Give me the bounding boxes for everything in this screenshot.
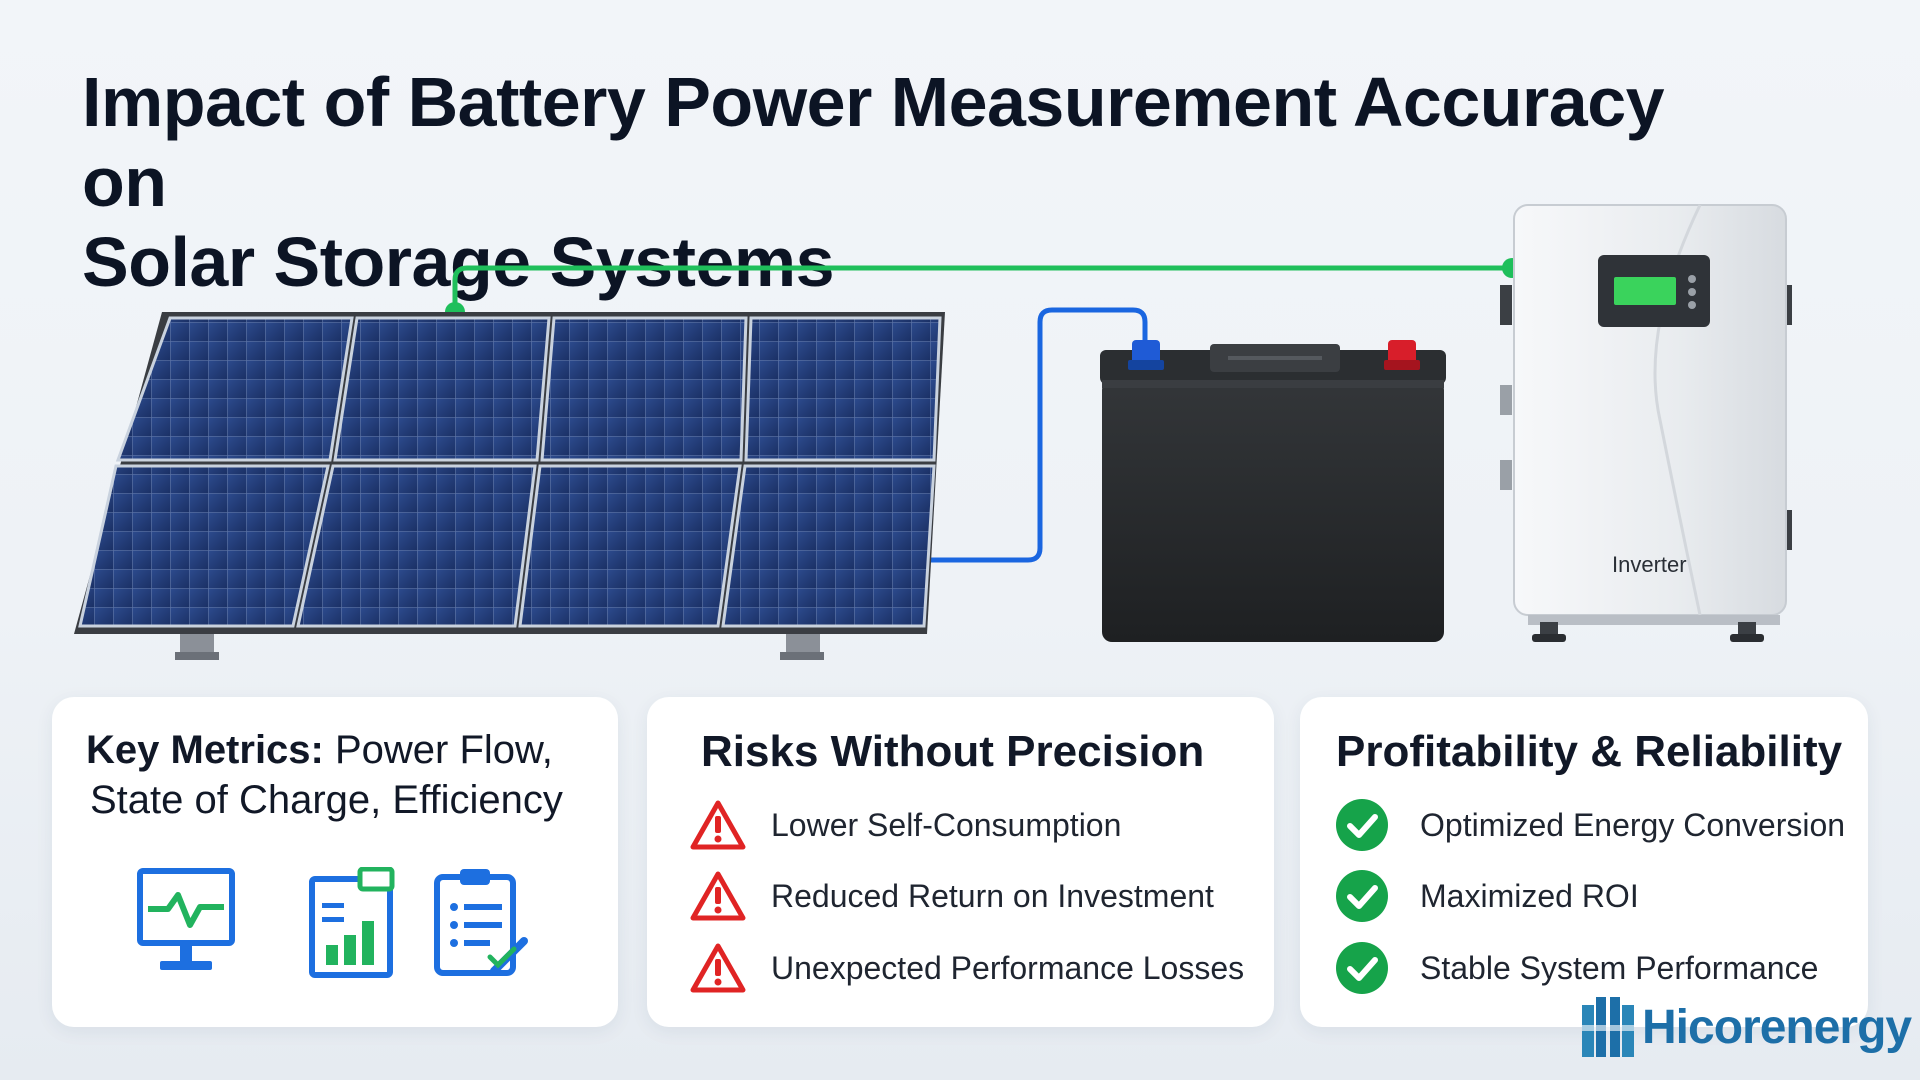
benefit-item-label: Optimized Energy Conversion <box>1420 806 1846 843</box>
inverter-display <box>1614 277 1676 305</box>
title-line-1: Impact of Battery Power Measurement Accu… <box>82 63 1665 221</box>
solar-module <box>744 316 942 462</box>
solar-module <box>540 316 748 462</box>
benefit-item-label: Maximized ROI <box>1420 877 1639 914</box>
solar-system-illustration <box>74 204 1792 660</box>
title-line-2: Solar Storage Systems <box>82 223 835 301</box>
risk-item-label: Lower Self-Consumption <box>771 806 1122 843</box>
brand-name: Hicorenergy <box>1642 1000 1912 1054</box>
risk-item: Unexpected Performance Losses <box>689 940 1244 996</box>
benefit-item: Maximized ROI <box>1334 868 1639 924</box>
solar-module <box>333 316 551 462</box>
risks-card: Risks Without Precision Lower Self-Consu… <box>647 697 1274 1027</box>
solar-module <box>115 316 354 462</box>
risk-item-label: Reduced Return on Investment <box>771 877 1214 914</box>
warning-triangle-icon <box>690 800 746 850</box>
solar-module <box>721 464 936 628</box>
key-metrics-heading: Key Metrics: Power Flow, State of Charge… <box>86 725 606 825</box>
key-metrics-heading-rest: Power Flow, <box>323 728 553 772</box>
risk-item: Reduced Return on Investment <box>689 868 1214 924</box>
battery <box>1100 340 1446 642</box>
solar-module <box>296 464 537 628</box>
benefit-item: Stable System Performance <box>1334 940 1818 996</box>
green-wire <box>452 265 1512 312</box>
warning-triangle-icon <box>690 943 746 993</box>
check-circle-icon <box>1336 799 1388 851</box>
risk-item-label: Unexpected Performance Losses <box>771 949 1245 986</box>
key-metrics-card: Key Metrics: Power Flow, State of Charge… <box>52 697 618 1027</box>
check-circle-icon <box>1336 942 1388 994</box>
solar-module <box>518 464 742 628</box>
hicorenergy-logo-icon <box>1582 997 1634 1057</box>
profitability-title: Profitability & Reliability <box>1336 727 1843 776</box>
check-circle-icon <box>1336 870 1388 922</box>
profitability-card: Profitability & Reliability Optimized En… <box>1300 697 1868 1027</box>
key-metrics-heading-line-2: State of Charge, Efficiency <box>90 778 563 822</box>
solar-module <box>78 464 330 628</box>
warning-triangle-icon <box>690 871 746 921</box>
monitor-waveform-icon <box>137 868 235 970</box>
page-title: Impact of Battery Power Measurement Accu… <box>82 62 1682 302</box>
bar-chart-report-icon <box>309 867 395 978</box>
brand-logo: Hicorenergy <box>1580 992 1912 1062</box>
benefit-item-label: Stable System Performance <box>1420 949 1819 986</box>
benefit-item: Optimized Energy Conversion <box>1334 797 1845 853</box>
risks-title: Risks Without Precision <box>701 727 1205 776</box>
risk-item: Lower Self-Consumption <box>689 797 1121 853</box>
inverter-label: Inverter <box>1612 552 1687 577</box>
solar-panel-array <box>74 312 945 634</box>
inverter <box>1500 204 1792 642</box>
clipboard-checklist-icon <box>434 869 528 976</box>
key-metrics-heading-bold: Key Metrics: <box>86 728 324 772</box>
blue-wire <box>920 307 1148 563</box>
